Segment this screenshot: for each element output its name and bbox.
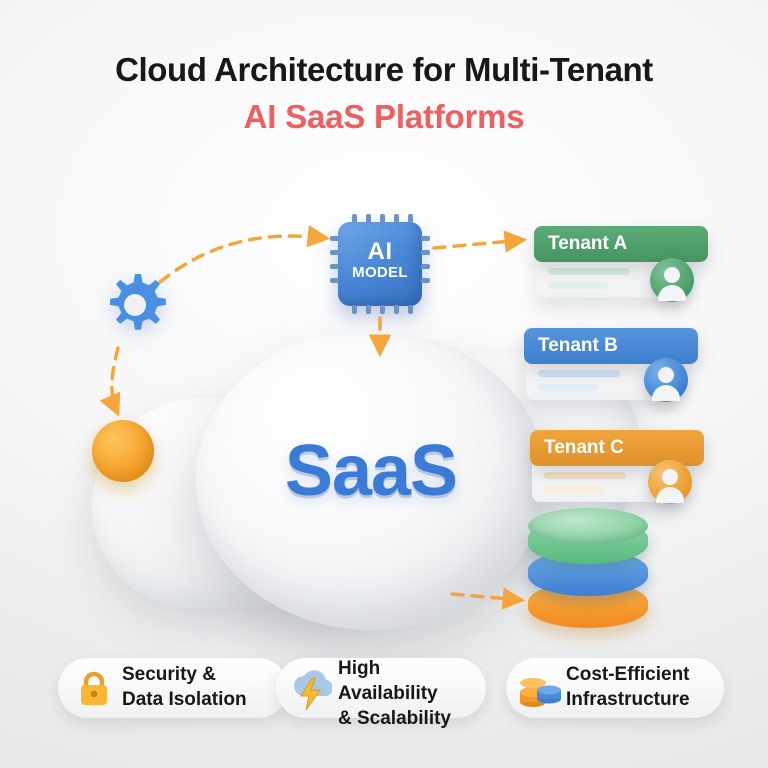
feature-security-line1: Security & <box>122 664 216 685</box>
cloud-shape-main <box>196 330 546 630</box>
db-layer-top <box>528 508 648 544</box>
feature-cost-line1: Cost-Efficient <box>566 664 690 685</box>
feature-cost-line2: Infrastructure <box>566 689 690 710</box>
title-line-1: Cloud Architecture for Multi-Tenant <box>115 51 653 88</box>
title-line-2: AI SaaS Platforms <box>243 98 525 135</box>
saas-cloud-label: SaaS <box>284 431 458 511</box>
lock-icon <box>72 666 116 710</box>
feature-security-line2: Data Isolation <box>122 689 247 710</box>
tenant-b-avatar <box>644 358 688 402</box>
bolt-icon <box>288 664 334 712</box>
page-title: Cloud Architecture for Multi-Tenant AI S… <box>0 48 768 142</box>
chip-label-ai: AI <box>367 238 393 265</box>
coins-icon <box>516 666 564 712</box>
feature-availability-line1: High <box>338 658 381 679</box>
orange-node-dot <box>92 420 154 482</box>
tenant-c-avatar <box>648 460 692 504</box>
tenant-c-label: Tenant C <box>544 437 624 458</box>
gear-icon <box>100 270 170 340</box>
tenant-a-label: Tenant A <box>548 233 628 254</box>
tenant-a-avatar <box>650 258 694 302</box>
chip-label-model: MODEL <box>352 264 408 281</box>
ai-model-chip: AI MODEL <box>330 214 430 314</box>
tenant-b-label: Tenant B <box>538 335 618 356</box>
feature-availability-line3: & Scalability <box>338 708 451 729</box>
feature-availability-line2: Availability <box>338 683 438 704</box>
